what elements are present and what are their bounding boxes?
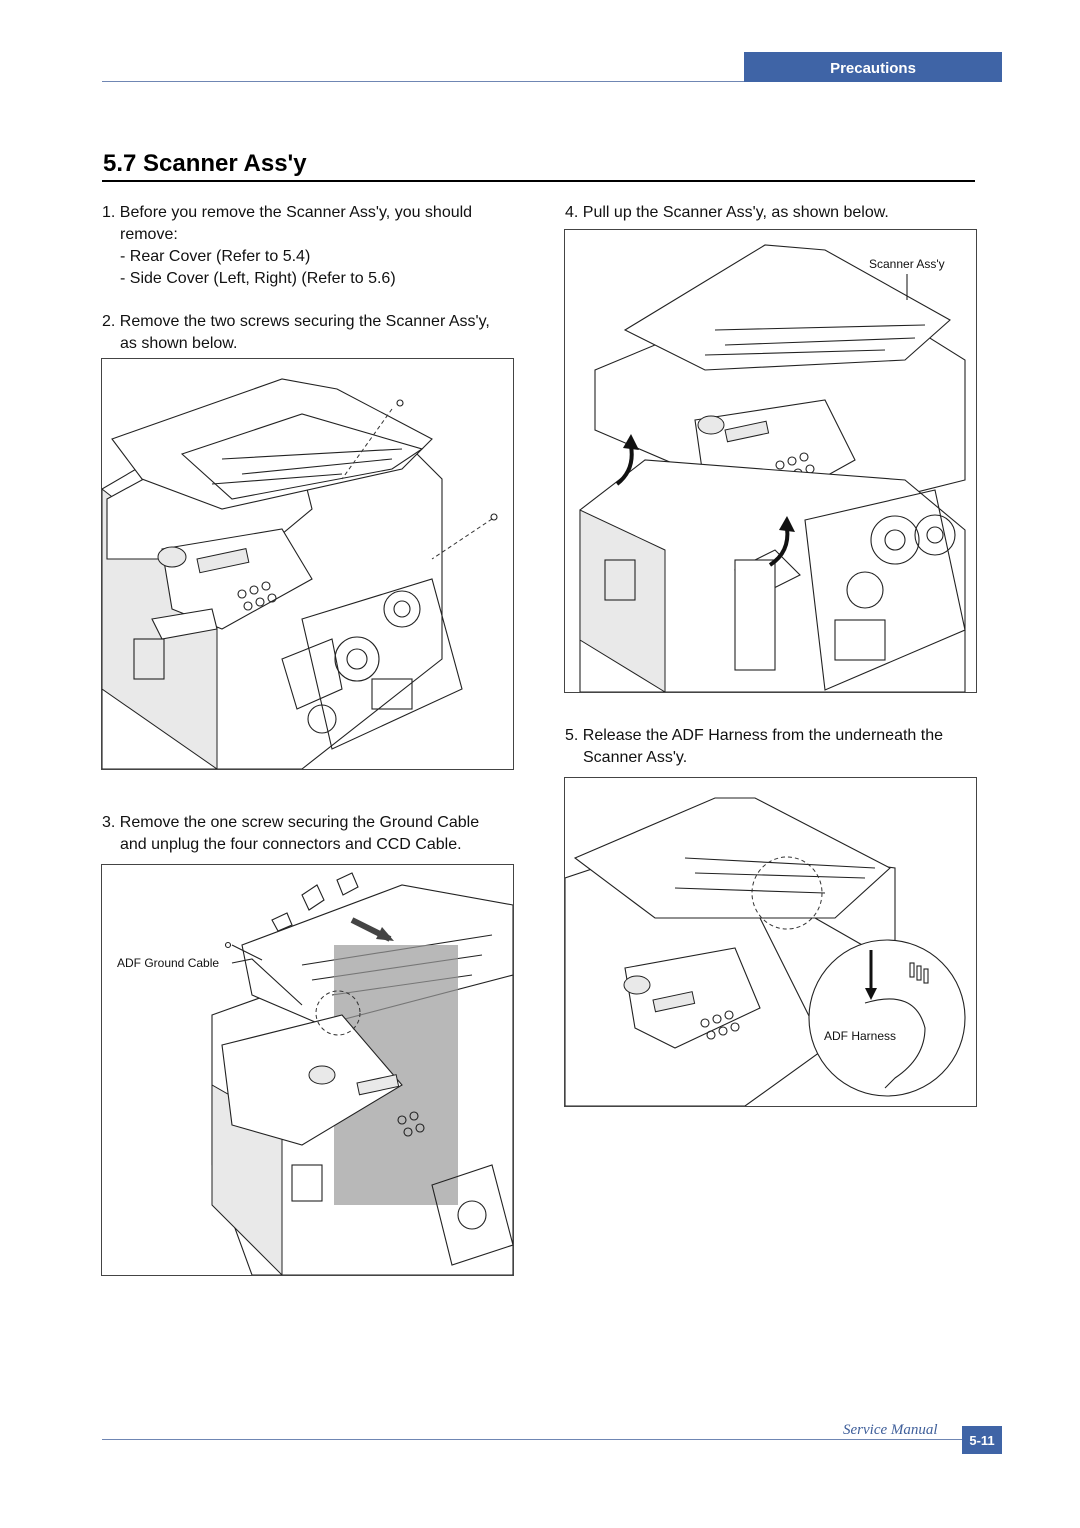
printer-illustration-4	[579, 244, 966, 692]
page-number: 5-11	[962, 1426, 1002, 1454]
step5-line1: 5. Release the ADF Harness from the unde…	[565, 727, 943, 744]
step2-line1: 2. Remove the two screws securing the Sc…	[102, 313, 490, 330]
figure-ground-cable-connectors	[101, 864, 514, 1276]
footer-manual-label: Service Manual	[843, 1422, 938, 1438]
step1-line1: 1. Before you remove the Scanner Ass'y, …	[102, 204, 473, 221]
step5-line2: Scanner Ass'y.	[583, 749, 688, 766]
callout-adf-ground-cable: ADF Ground Cable	[117, 956, 220, 970]
page-title: 5.7 Scanner Ass'y	[103, 150, 307, 177]
printer-illustration-1	[102, 378, 498, 769]
printer-illustration-3	[211, 872, 513, 1275]
figure-release-adf-harness	[564, 777, 977, 1107]
step1-sub2: - Side Cover (Left, Right) (Refer to 5.6…	[120, 270, 396, 287]
step4-line1: 4. Pull up the Scanner Ass'y, as shown b…	[565, 204, 889, 221]
step3-line1: 3. Remove the one screw securing the Gro…	[102, 814, 480, 831]
footer-rule	[102, 1439, 962, 1440]
figure-pull-up-scanner	[564, 229, 977, 693]
header-rule	[102, 81, 1002, 82]
printer-illustration-5	[565, 797, 966, 1106]
step2-line2: as shown below.	[120, 335, 238, 352]
callout-adf-harness: ADF Harness	[824, 1029, 897, 1043]
step1-sub1: - Rear Cover (Refer to 5.4)	[120, 248, 311, 265]
section-tab: Precautions	[744, 52, 1002, 82]
title-rule	[102, 180, 975, 182]
figure-remove-scanner-screws	[101, 358, 514, 770]
step1-line2: remove:	[120, 226, 178, 243]
step3-line2: and unplug the four connectors and CCD C…	[120, 836, 462, 853]
callout-scanner-assy: Scanner Ass'y	[869, 257, 945, 271]
